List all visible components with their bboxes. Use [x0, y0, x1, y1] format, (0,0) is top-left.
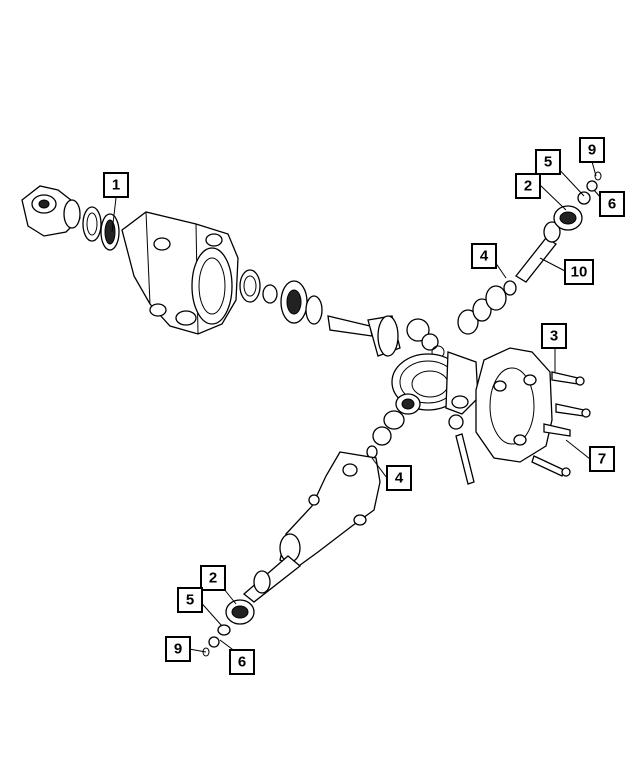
callout-3: 3: [541, 323, 567, 349]
right-axle-seal-rings: [577, 171, 602, 205]
svg-text:9: 9: [588, 142, 596, 159]
callout-5-bottom: 5: [177, 587, 203, 613]
pinion-spacer: [262, 284, 278, 304]
svg-text:9: 9: [174, 641, 182, 658]
pinion-outer-bearing: [280, 280, 308, 324]
axle-tube-housing: [279, 451, 381, 569]
differential-carrier-housing: [121, 211, 239, 335]
svg-text:3: 3: [550, 328, 558, 345]
callout-1: 1: [103, 172, 129, 198]
left-axle-shaft: [242, 555, 302, 603]
svg-text:4: 4: [480, 248, 489, 265]
left-carrier-bearing-stack: [366, 393, 421, 459]
cover-bolts: [531, 371, 591, 477]
callout-10: 10: [564, 259, 594, 285]
callout-5-top: 5: [535, 149, 561, 175]
svg-text:5: 5: [544, 154, 552, 171]
svg-text:6: 6: [238, 654, 246, 671]
pinion-flange: [21, 185, 81, 237]
callout-2-top: 2: [515, 173, 541, 199]
callout-6-top: 6: [599, 191, 625, 217]
svg-text:4: 4: [395, 470, 404, 487]
svg-text:2: 2: [209, 570, 217, 587]
callout-4-top: 4: [471, 243, 497, 269]
drive-pinion-gear: [327, 315, 401, 357]
svg-text:2: 2: [524, 178, 532, 195]
callout-9-bottom: 9: [165, 636, 191, 662]
differential-case: [445, 351, 479, 430]
left-axle-seal-rings: [202, 624, 231, 657]
callout-6-bottom: 6: [229, 649, 255, 675]
left-axle-bearing: [225, 599, 255, 625]
right-axle-bearing: [553, 205, 583, 231]
svg-text:6: 6: [608, 196, 616, 213]
right-carrier-bearing-race: [457, 280, 517, 335]
right-axle-shaft: [515, 221, 561, 283]
svg-text:5: 5: [186, 592, 194, 609]
callout-7: 7: [589, 446, 615, 472]
pinion-seal: [82, 206, 102, 242]
callout-4-mid: 4: [386, 465, 412, 491]
svg-text:1: 1: [112, 177, 120, 194]
svg-text:10: 10: [571, 264, 588, 281]
pinion-inner-bearing: [239, 269, 261, 303]
pinion-shim: [305, 295, 323, 325]
callout-2-bottom: 2: [200, 565, 226, 591]
differential-side-gears: [406, 318, 445, 359]
svg-text:7: 7: [598, 451, 606, 468]
differential-pinion-shaft: [455, 433, 475, 485]
differential-cover: [475, 347, 553, 463]
pinion-bearing-cup: [100, 213, 120, 251]
callout-9-top: 9: [579, 137, 605, 163]
